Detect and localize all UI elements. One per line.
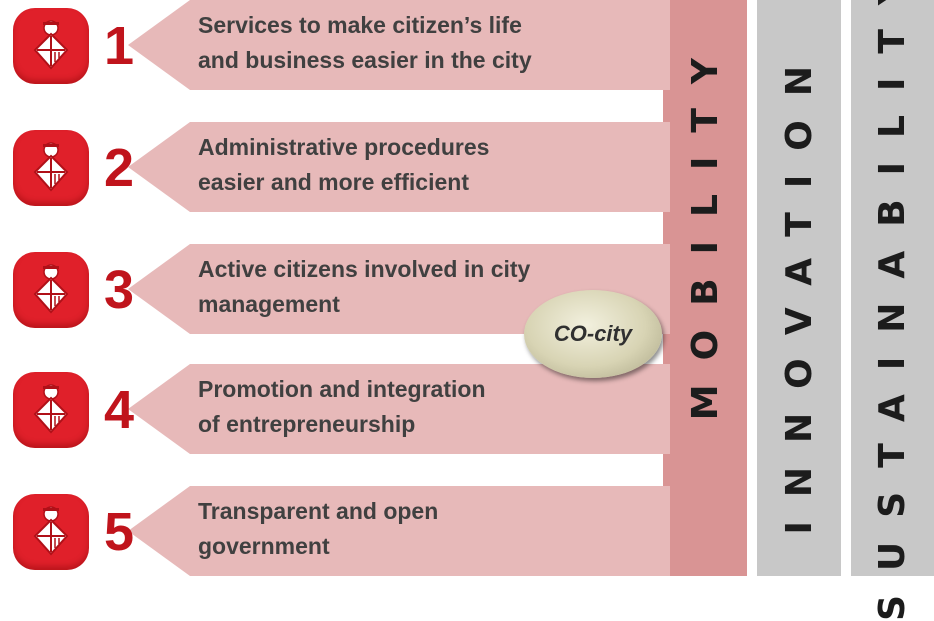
service-arrow-5 <box>128 486 670 576</box>
service-item-4: 4 Promotion and integration of entrepren… <box>0 364 670 454</box>
service-number-4: 4 <box>103 380 135 440</box>
service-label-2: Administrative procedures easier and mor… <box>198 134 490 195</box>
service-item-1: 1 Services to make citizen’s life and bu… <box>0 0 670 90</box>
innovation-label: INNOVATION <box>778 41 820 535</box>
co-city-label: CO-city <box>553 321 633 346</box>
service-arrow-1 <box>128 0 670 90</box>
service-number-5: 5 <box>103 502 135 562</box>
mobility-column: MOBILITY <box>663 0 747 455</box>
service-label-4: Promotion and integration of entrepreneu… <box>198 376 486 437</box>
mobility-column-base <box>663 455 747 576</box>
service-number-1: 1 <box>103 16 135 76</box>
barcelona-shield-icon <box>13 252 89 328</box>
barcelona-shield-icon <box>13 130 89 206</box>
innovation-column: INNOVATION <box>757 0 841 576</box>
barcelona-shield-icon <box>13 494 89 570</box>
mobility-label: MOBILITY <box>684 34 726 421</box>
service-number-3: 3 <box>103 260 135 320</box>
barcelona-shield-icon <box>13 372 89 448</box>
service-number-2: 2 <box>103 138 135 198</box>
sustainability-label: SUSTAINABILITY <box>872 0 913 621</box>
service-arrow-4 <box>128 364 670 454</box>
service-item-5: 5 Transparent and open government <box>0 486 670 576</box>
service-label-1: Services to make citizen’s life and busi… <box>198 12 532 73</box>
barcelona-shield-icon <box>13 8 89 84</box>
service-arrow-2 <box>128 122 670 212</box>
service-label-5: Transparent and open government <box>198 498 439 559</box>
sustainability-column: SUSTAINABILITY <box>851 0 934 621</box>
service-item-2: 2 Administrative procedures easier and m… <box>0 122 670 212</box>
co-city-badge: CO-city <box>524 290 662 378</box>
service-label-3: Active citizens involved in city managem… <box>198 256 531 317</box>
